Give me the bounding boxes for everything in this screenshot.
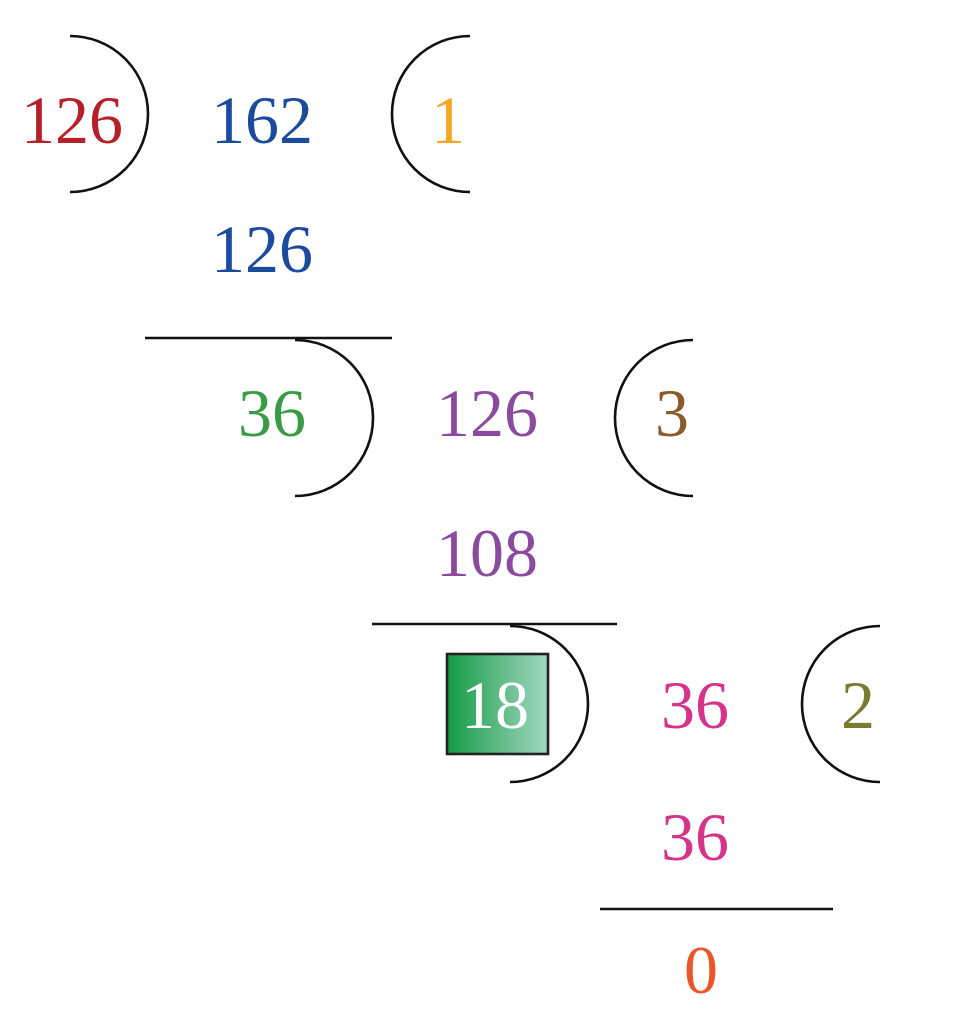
step1-dividend: 162 (211, 82, 313, 158)
step2-dividend: 126 (436, 375, 538, 451)
step3-right-bracket (509, 624, 590, 784)
step2-right-bracket (294, 338, 375, 498)
step1-left-bracket (390, 34, 471, 194)
step2-divisor: 36 (238, 375, 306, 451)
step2-product: 108 (436, 515, 538, 591)
step3-left-bracket (800, 624, 881, 784)
step1-divisor: 126 (21, 82, 123, 158)
step2-left-bracket (613, 338, 694, 498)
step3-product: 36 (661, 799, 729, 875)
step3-quotient: 2 (841, 667, 875, 743)
hcf-value: 18 (461, 667, 529, 743)
hcf-highlight-box (445, 652, 550, 756)
step1-quotient: 1 (431, 82, 465, 158)
step1-product: 126 (211, 211, 313, 287)
step2-quotient: 3 (655, 375, 689, 451)
step3-dividend: 36 (661, 667, 729, 743)
final-remainder: 0 (684, 932, 718, 1008)
step1-right-bracket (69, 34, 150, 194)
